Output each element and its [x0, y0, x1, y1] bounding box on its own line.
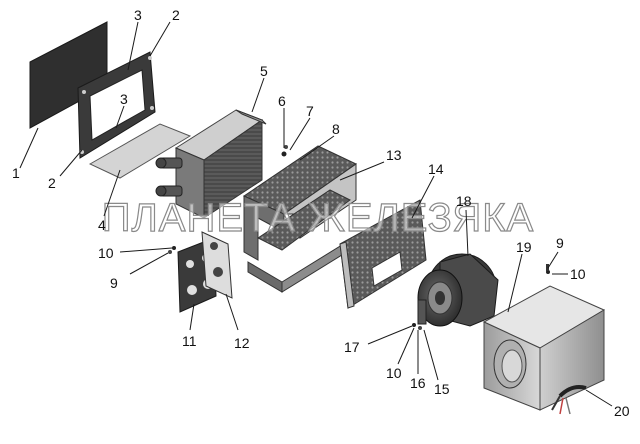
- thin-plate-part: [88, 123, 192, 179]
- callout-17: 17: [344, 339, 360, 355]
- housing-bracket-part: [242, 145, 357, 293]
- callout-labels: 1 2 2 3 3 4 5 6 7 8 9 9 10 10 10 11 12 1…: [12, 7, 630, 419]
- fastener-parts: [168, 145, 550, 330]
- callout-9-right: 9: [556, 235, 564, 251]
- heater-core-part: [155, 109, 267, 219]
- callout-7: 7: [306, 103, 314, 119]
- callout-2-bottom: 2: [48, 175, 56, 191]
- leader-lines: [19, 21, 613, 407]
- callout-6: 6: [278, 93, 286, 109]
- callout-2-top: 2: [172, 7, 180, 23]
- callout-3-top: 3: [134, 7, 142, 23]
- watermark-text: ПЛАНЕТА ЖЕЛЕЗЯКА: [102, 196, 534, 240]
- blower-fan-part: [417, 253, 499, 327]
- callout-1: 1: [12, 165, 20, 181]
- frame-gasket-part: [77, 51, 156, 159]
- callout-16: 16: [410, 375, 426, 391]
- callout-4: 4: [98, 217, 106, 233]
- callout-10-bottom: 10: [386, 365, 402, 381]
- plate-part-12: [201, 231, 233, 299]
- callout-15: 15: [434, 381, 450, 397]
- callout-3-inner: 3: [120, 91, 128, 107]
- callout-10-right: 10: [570, 266, 586, 282]
- callout-9-left: 9: [110, 275, 118, 291]
- callout-5: 5: [260, 63, 268, 79]
- callout-12: 12: [234, 335, 250, 351]
- callout-13: 13: [386, 147, 402, 163]
- side-panel-part: [339, 199, 427, 309]
- callout-20: 20: [614, 403, 630, 419]
- enclosure-box-part: [482, 285, 606, 411]
- callout-14: 14: [428, 161, 444, 177]
- callout-19: 19: [516, 239, 532, 255]
- callout-10-left: 10: [98, 245, 114, 261]
- callout-11: 11: [182, 333, 197, 349]
- callout-8: 8: [332, 121, 340, 137]
- callout-18: 18: [456, 193, 472, 209]
- cable-part: [551, 385, 587, 415]
